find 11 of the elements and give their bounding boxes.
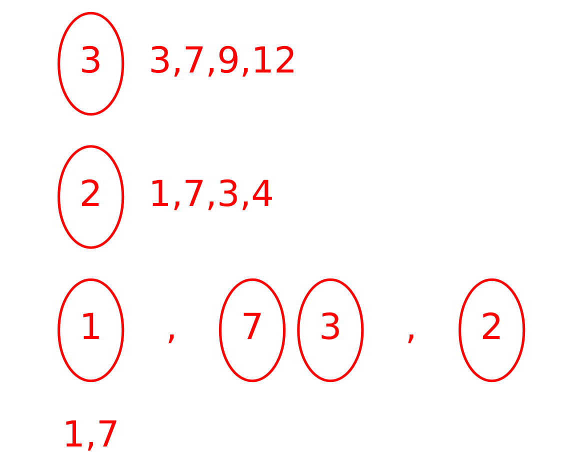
node-label: 1,7,3,4	[148, 174, 274, 215]
node-ellipse: 7	[218, 278, 286, 382]
label: ,	[165, 307, 177, 348]
node-ellipse: 2	[57, 145, 124, 249]
node-label: 3,7,9,12	[148, 40, 296, 82]
label: 1,7	[62, 414, 119, 456]
node-ellipse: 3	[296, 278, 364, 382]
node-ellipse: 1	[57, 278, 124, 382]
label: ,	[404, 307, 416, 348]
node-ellipse: 2	[458, 278, 525, 382]
node-ellipse: 3	[57, 12, 124, 116]
